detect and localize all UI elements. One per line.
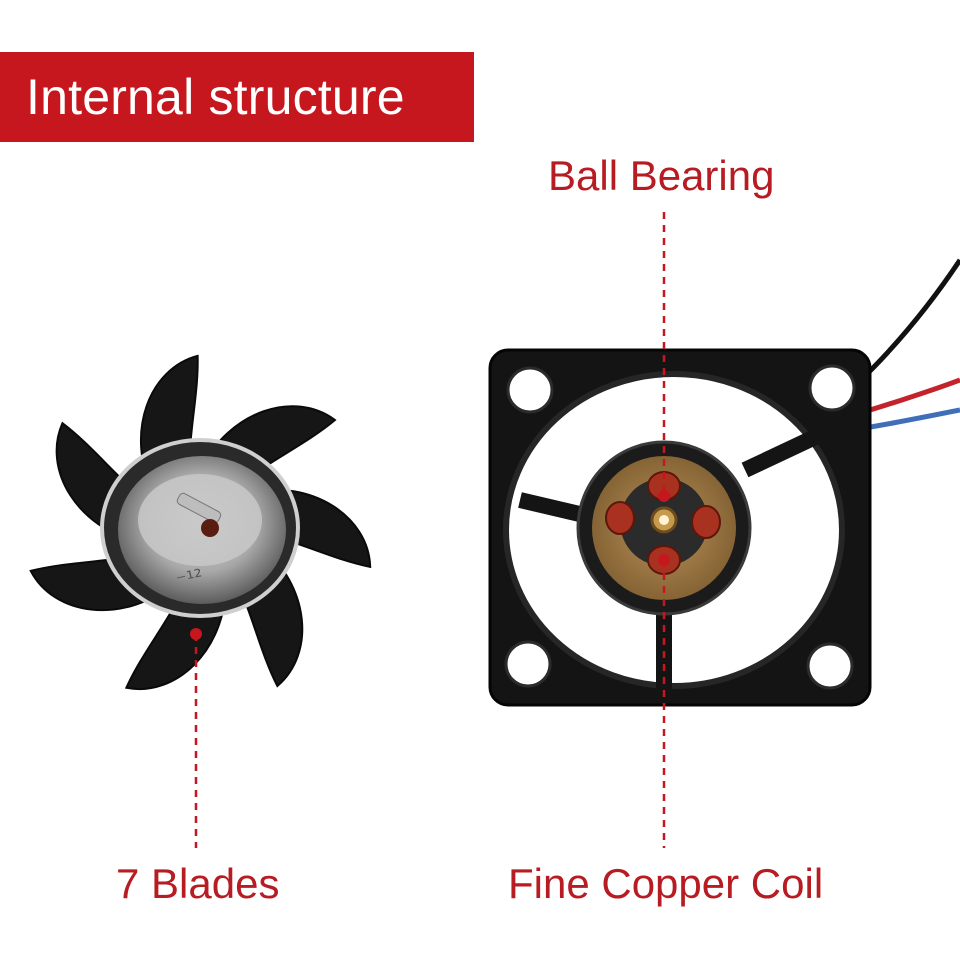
fan-frame — [488, 258, 960, 707]
page-title: Internal structure — [26, 69, 405, 125]
shaft-base — [201, 519, 219, 537]
copper-coil — [691, 505, 721, 539]
copper-coil — [605, 501, 635, 535]
mounting-hole — [808, 364, 856, 412]
blades-label: 7 Blades — [116, 860, 280, 907]
bearing-center — [659, 515, 669, 525]
copper-coil-label: Fine Copper Coil — [508, 860, 824, 907]
hub-marking: ⁻¹² — [174, 564, 205, 593]
mounting-hole — [506, 366, 554, 414]
mounting-hole — [504, 640, 552, 688]
callout-leaders — [194, 212, 666, 848]
fan-impeller: ⁻¹² — [29, 354, 372, 691]
frame-strut — [741, 422, 834, 478]
coil-marker — [658, 554, 670, 566]
blades-marker — [190, 628, 202, 640]
hub-recess — [138, 474, 262, 566]
motor-shaft — [176, 492, 222, 524]
bearing-marker — [658, 490, 670, 502]
title-banner: Internal structure — [0, 52, 474, 142]
ball-bearing-label: Ball Bearing — [548, 152, 775, 199]
mounting-hole — [806, 642, 854, 690]
